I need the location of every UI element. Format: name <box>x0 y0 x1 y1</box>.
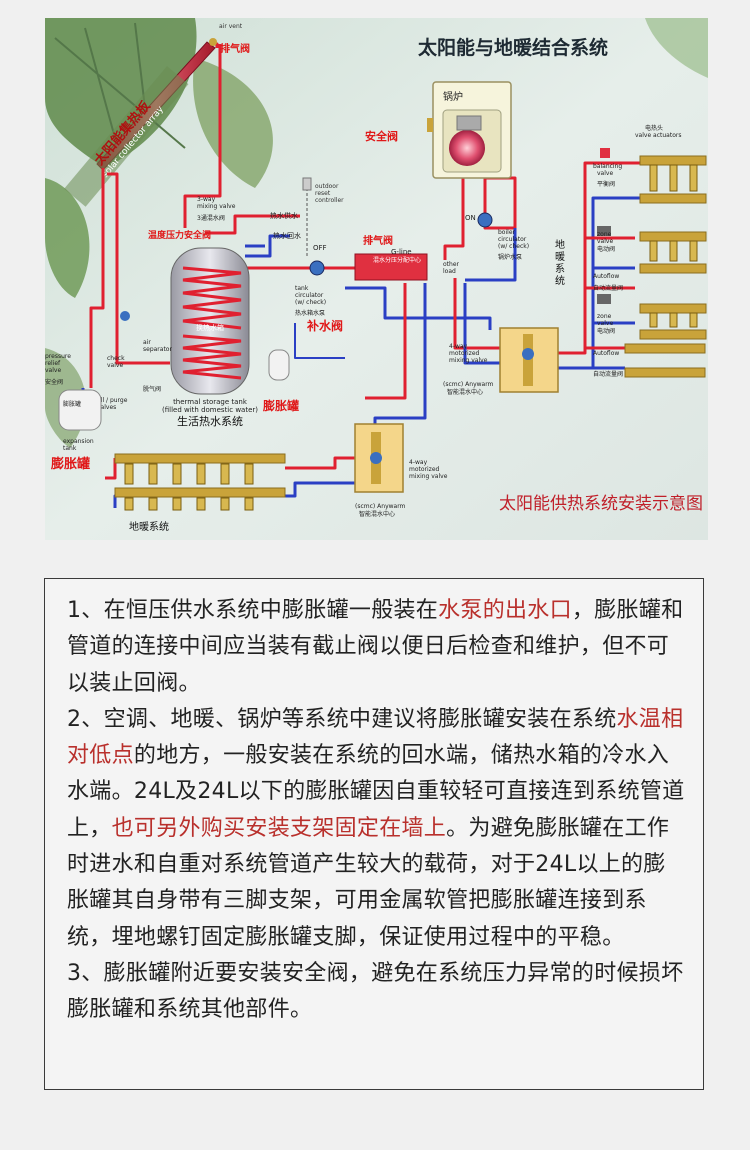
safety-valve-label: 安全阀 <box>365 129 398 143</box>
vent-mid-label: 排气阀 <box>363 234 393 247</box>
hot-supply-label: 热水供水 <box>270 211 298 220</box>
pressure-relief-cn-label: 安全阀 <box>45 378 63 386</box>
body-text: ，膨胀罐和管道的连接中间应当装有截止阀以便日后检查和维护，但不可以装止回阀。 <box>67 598 684 696</box>
diagram-caption: 太阳能供热系统安装示意图 <box>499 494 703 514</box>
system-diagram: 太阳能集热板 solar collector array <box>45 18 708 540</box>
floor-manifold-left <box>114 453 286 511</box>
note-paragraph-1: 1、在恒压供水系统中膨胀罐一般装在水泵的出水口，膨胀罐和管道的连接中间应当装有截… <box>67 593 685 702</box>
highlight-text: 水温相对低点 <box>67 706 684 769</box>
air-vent-top-label: 排气阀 <box>220 42 250 55</box>
air-vent-en-label: air vent <box>219 23 243 30</box>
off-label: OFF <box>313 244 327 252</box>
autoflow-label-2: Autoflow <box>593 350 619 357</box>
zone-valve-cn-label-2: 电动阀 <box>597 327 615 335</box>
boiler-circ-cn-label: 锅炉水泵 <box>498 253 522 261</box>
anywarm-unit-bottom <box>354 423 404 493</box>
gline-cn-label: 混水分压分配中心 <box>373 256 421 264</box>
balancing-cn-label: 平衡阀 <box>597 180 615 188</box>
autoflow-cn-label-1: 自动流量阀 <box>593 284 623 292</box>
tank-en-label: thermal storage tank(filled with domesti… <box>162 398 258 414</box>
temp-pressure-valve-label: 温度压力安全阀 <box>148 229 211 241</box>
anywarm-unit-right <box>499 327 559 393</box>
body-text: 3、膨胀罐附近要安装安全阀，避免在系统压力异常的时候损坏膨胀罐和系统其他部件。 <box>67 960 684 1023</box>
expansion-tank-cn-label: 膨胀罐 <box>63 400 81 408</box>
expansion-tank-left-icon <box>58 389 102 431</box>
on-label: ON <box>465 214 476 222</box>
autoflow-label-1: Autoflow <box>593 273 619 280</box>
thermal-storage-tank: 换热水箱 <box>170 247 250 395</box>
anywarm-cn-right-label: 智能混水中心 <box>447 388 483 396</box>
diagram-title: 太阳能与地暖结合系统 <box>418 36 608 59</box>
solar-pump-icon <box>120 311 130 321</box>
three-way-cn-label: 3通混水阀 <box>197 214 225 222</box>
notes-box: 1、在恒压供水系统中膨胀罐一般装在水泵的出水口，膨胀罐和管道的连接中间应当装有截… <box>44 578 704 1090</box>
floor-heating-right-label: 地暖系统 <box>555 238 565 287</box>
domestic-system-label: 生活热水系统 <box>177 414 243 428</box>
anywarm-right-label: (scmc) Anywarm <box>443 381 494 388</box>
boiler: 锅炉 <box>432 81 512 179</box>
pipe-network <box>81 42 640 508</box>
boiler-label: 锅炉 <box>443 91 463 103</box>
expansion-tank-mid-icon <box>268 349 290 381</box>
highlight-text: 也可另外购买安装支架固定在墙上 <box>111 815 447 841</box>
floor-heating-left-label: 地暖系统 <box>129 520 169 533</box>
gline-label: G-line <box>391 248 412 256</box>
note-paragraph-2: 2、空调、地暖、锅炉等系统中建议将膨胀罐安装在系统水温相对低点的地方，一般安装在… <box>67 702 685 956</box>
outdoor-controller-icon <box>302 177 312 191</box>
zone-valve-cn-label-1: 电动阀 <box>597 245 615 253</box>
autoflow-cn-label-2: 自动流量阀 <box>593 370 623 378</box>
body-text: 1、在恒压供水系统中膨胀罐一般装在 <box>67 598 439 623</box>
hot-return-label: 热水回水 <box>273 231 301 240</box>
anywarm-bottom-label: (scmc) Anywarm <box>355 503 406 510</box>
body-text: 。为避免膨胀罐在工作时进水和自重对系统管道产生较大的载荷，对于24L以上的膨胀罐… <box>67 815 670 950</box>
tank-circ-cn-label: 热水箱水泵 <box>295 309 325 317</box>
expansion-mid-label: 膨胀罐 <box>262 398 299 413</box>
note-paragraph-3: 3、膨胀罐附近要安装安全阀，避免在系统压力异常的时候损坏膨胀罐和系统其他部件。 <box>67 956 685 1029</box>
boiler-circulator-icon <box>477 212 493 228</box>
floor-manifold-right <box>597 148 707 378</box>
expansion-left-label: 膨胀罐 <box>50 456 90 472</box>
gline-manifold <box>354 253 428 281</box>
body-text: 的地方，一般安装在系统的回水端，储热水箱的冷水入水端。24L及24L以下的膨胀罐… <box>67 743 685 841</box>
highlight-text: 水泵的出水口 <box>438 598 572 623</box>
anywarm-cn-bottom-label: 智能混水中心 <box>359 510 395 518</box>
body-text: 2、空调、地暖、锅炉等系统中建议将膨胀罐安装在系统 <box>67 706 617 732</box>
tank-circulator-icon <box>309 260 325 276</box>
separator-cn-label: 脱气阀 <box>143 385 161 393</box>
air-vent-icon <box>209 38 217 46</box>
safety-valve-icon <box>427 118 433 132</box>
makeup-valve-label: 补水阀 <box>306 318 343 333</box>
exchanger-label: 换热水箱 <box>196 323 224 332</box>
